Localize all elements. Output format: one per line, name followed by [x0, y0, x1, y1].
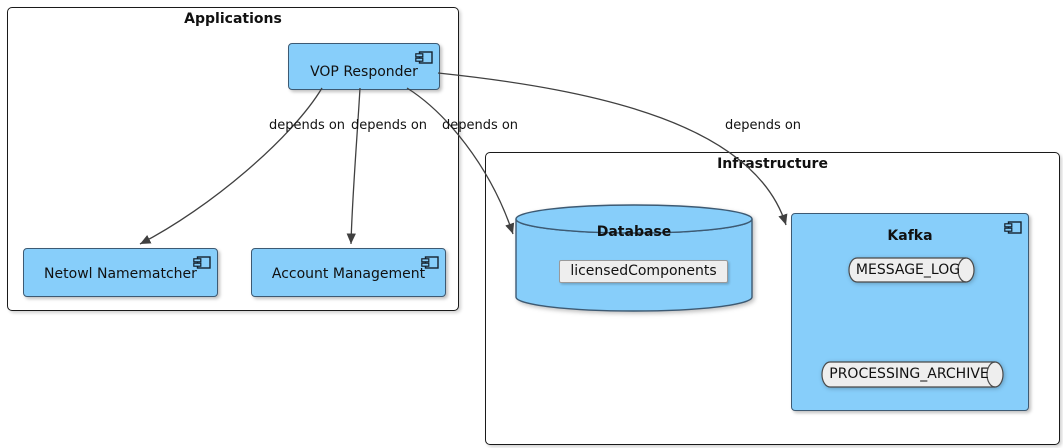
- component-icon: [415, 49, 433, 64]
- component-kafka-label: Kafka: [887, 228, 933, 244]
- component-vop-responder-label: VOP Responder: [310, 64, 418, 80]
- package-applications-title: Applications: [184, 11, 282, 27]
- component-vop-responder: VOP Responder: [288, 43, 440, 90]
- component-icon: [1004, 219, 1022, 234]
- package-infrastructure-title: Infrastructure: [717, 156, 828, 172]
- component-netowl-namematcher-label: Netowl Namematcher: [44, 266, 197, 282]
- queue-message-log-label: MESSAGE_LOG: [855, 262, 961, 278]
- component-account-management: Account Management: [251, 248, 446, 297]
- queue-processing-archive-label: PROCESSING_ARCHIVE: [829, 366, 989, 382]
- database-item-licensed-components: licensedComponents: [559, 260, 728, 283]
- component-icon: [421, 254, 439, 269]
- database-title: Database: [596, 224, 672, 240]
- component-netowl-namematcher: Netowl Namematcher: [23, 248, 218, 297]
- component-account-management-label: Account Management: [271, 266, 426, 282]
- edge-label-depends-on-netowl: depends on: [268, 118, 346, 133]
- component-icon: [193, 254, 211, 269]
- edge-label-depends-on-kafka: depends on: [724, 118, 802, 133]
- edge-label-depends-on-account: depends on: [350, 118, 428, 133]
- edge-label-depends-on-database: depends on: [441, 118, 519, 133]
